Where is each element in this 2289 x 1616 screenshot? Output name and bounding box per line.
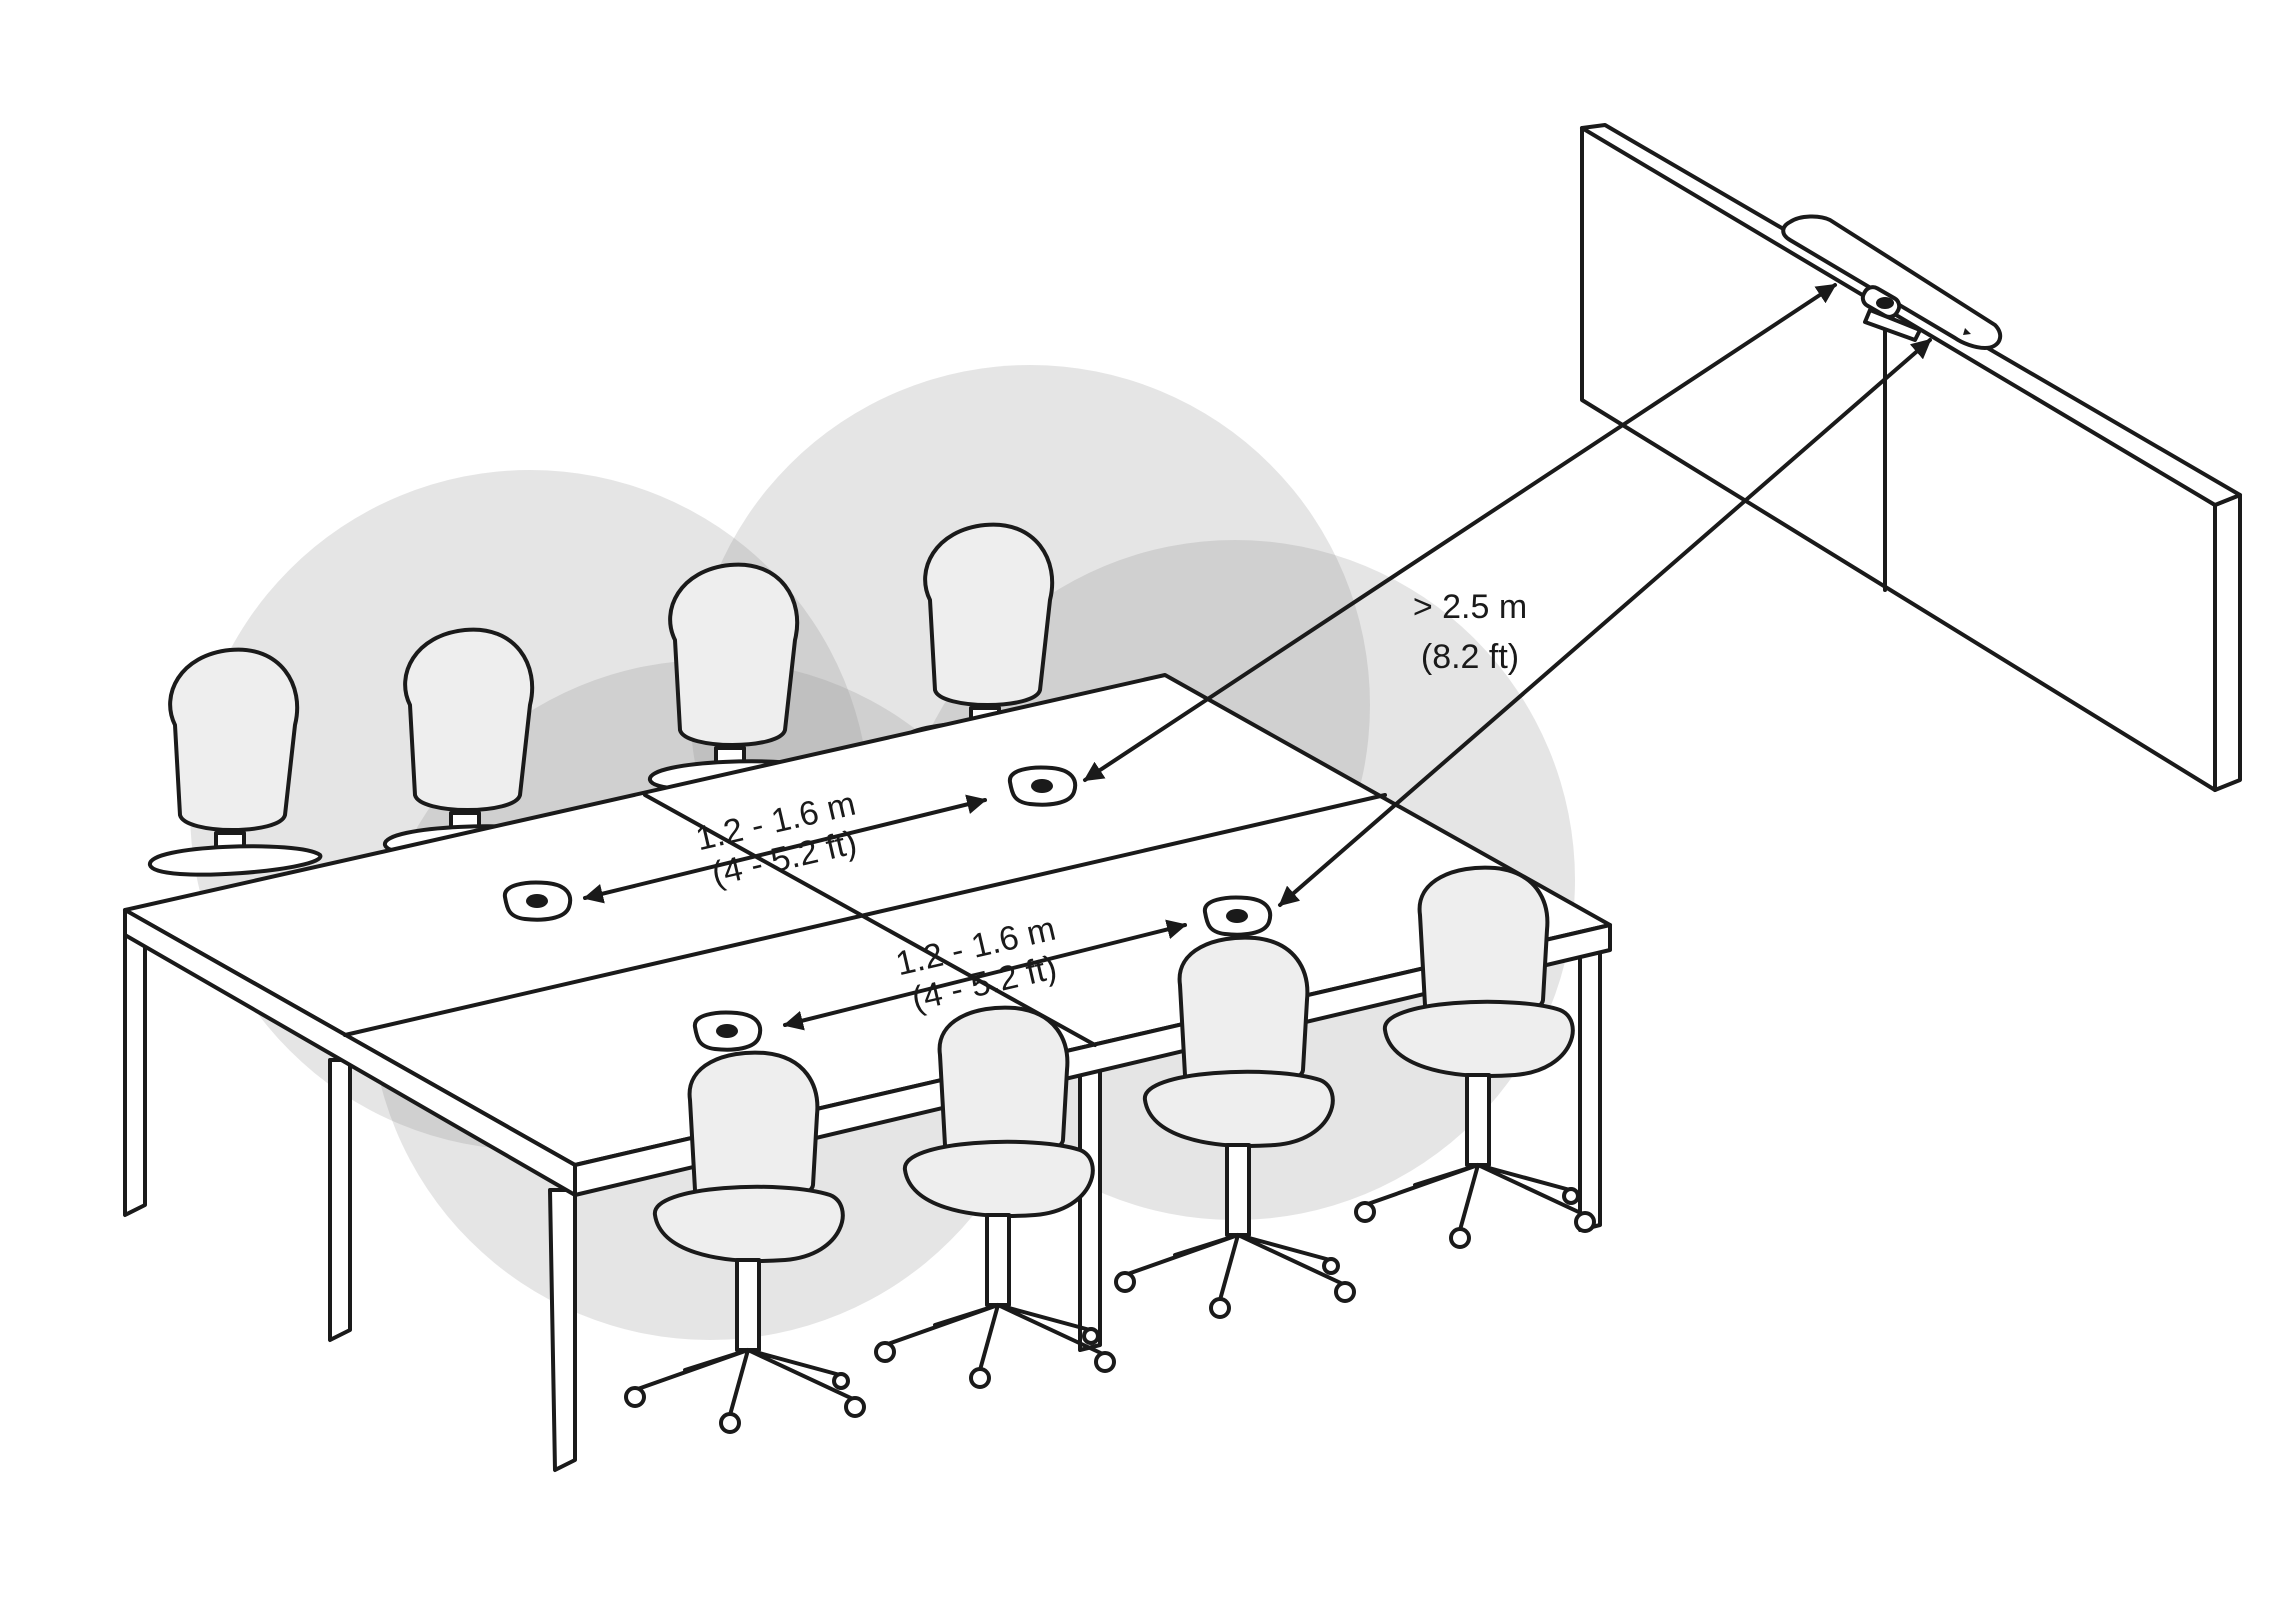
spacing-arrows [583, 794, 1187, 1031]
video-bar-body [1781, 214, 2003, 350]
video-bar [1781, 214, 2003, 350]
table-leg [1578, 918, 1602, 1232]
display-wall [1580, 123, 2242, 792]
table-leg [548, 1188, 577, 1472]
table-leg [1078, 1058, 1102, 1352]
table-leg [123, 918, 147, 1217]
video-bar-indicator-icon [1963, 328, 1971, 335]
mic-front-left [692, 1010, 763, 1052]
table-leg [328, 1058, 352, 1342]
display-panel-edge [2213, 493, 2242, 792]
mic-back-left [502, 880, 573, 922]
camera-arrow-to-front-mic [1278, 338, 1932, 907]
display-panel [1580, 126, 2217, 792]
mic-front-right [1202, 895, 1273, 937]
camera-lens [1876, 297, 1894, 309]
camera-distance-metric: > 2.5 m [1413, 588, 1527, 626]
spacing-arrow-back [583, 794, 987, 904]
display-panel-top [1580, 123, 2242, 507]
camera-distance-imperial: (8.2 ft) [1421, 638, 1519, 676]
mic-back-right [1007, 765, 1078, 807]
camera-distance-arrows [1083, 283, 1932, 907]
spacing-arrow-front [783, 919, 1187, 1031]
camera-distance-label: > 2.5 m (8.2 ft) [1413, 588, 1527, 676]
